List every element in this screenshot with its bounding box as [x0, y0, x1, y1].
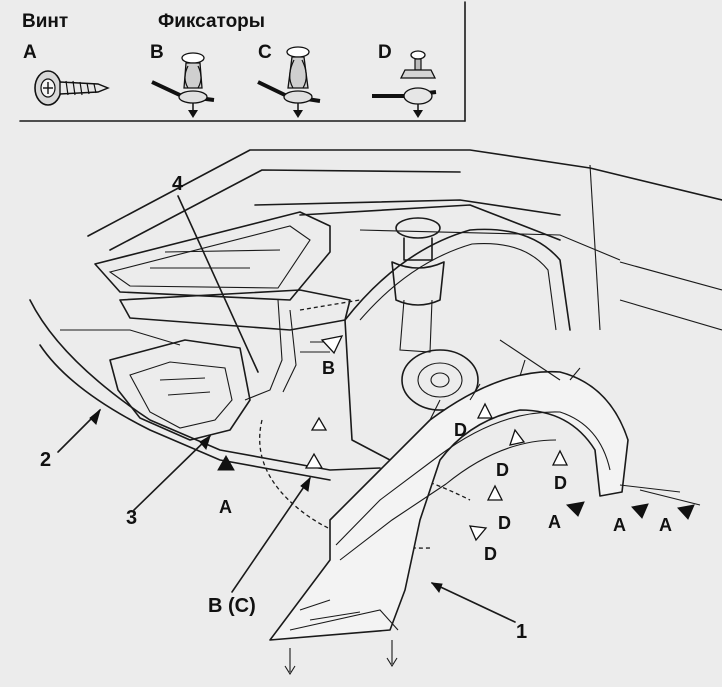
svg-text:A: A: [613, 515, 626, 535]
clip-b-icon: [151, 52, 215, 118]
svg-text:D: D: [554, 473, 567, 493]
vehicle-front-structure: [29, 149, 722, 549]
callout-part-1: 1: [516, 621, 527, 643]
marker-d-1: D: [454, 402, 494, 440]
svg-text:D: D: [496, 460, 509, 480]
marker-d-5: D: [468, 525, 497, 564]
callout-b-c: B (C): [208, 595, 256, 617]
legend-key-b: B: [150, 42, 164, 63]
marker-d-4: D: [486, 484, 511, 533]
leader-lines: [57, 195, 701, 623]
arrow-down-icon: [284, 648, 296, 676]
screw-icon: [34, 70, 110, 106]
marker-d-2: D: [496, 428, 526, 480]
marker-b: B: [320, 335, 344, 378]
marker-open-triangle: [304, 452, 324, 469]
fender-liner: [269, 359, 629, 641]
svg-text:D: D: [454, 420, 467, 440]
callout-part-2: 2: [40, 449, 51, 471]
marker-a-right-2: A: [613, 503, 649, 535]
callout-part-3: 3: [126, 507, 137, 529]
marker-d-3: D: [551, 449, 569, 493]
fastener-legend: Винт Фиксаторы A B C: [19, 1, 466, 122]
clip-c-icon: [257, 46, 321, 118]
svg-text:A: A: [219, 497, 232, 517]
marker-a-right-3: A: [659, 504, 695, 535]
arrow-down-icon: [386, 640, 398, 668]
screw-heading: Винт: [22, 11, 68, 32]
legend-key-a: A: [23, 42, 37, 63]
svg-text:A: A: [659, 515, 672, 535]
legend-key-c: C: [258, 42, 272, 63]
svg-text:D: D: [498, 513, 511, 533]
marker-open-triangle: [310, 416, 328, 431]
svg-text:A: A: [548, 512, 561, 532]
svg-text:D: D: [484, 544, 497, 564]
clips-heading: Фиксаторы: [158, 11, 265, 32]
legend-key-d: D: [378, 42, 392, 63]
callout-part-4: 4: [172, 173, 184, 195]
clip-d-icon: [372, 50, 437, 118]
marker-a-bracket: A: [217, 454, 235, 517]
marker-a-right-1: A: [548, 501, 585, 532]
svg-text:B: B: [322, 358, 335, 378]
